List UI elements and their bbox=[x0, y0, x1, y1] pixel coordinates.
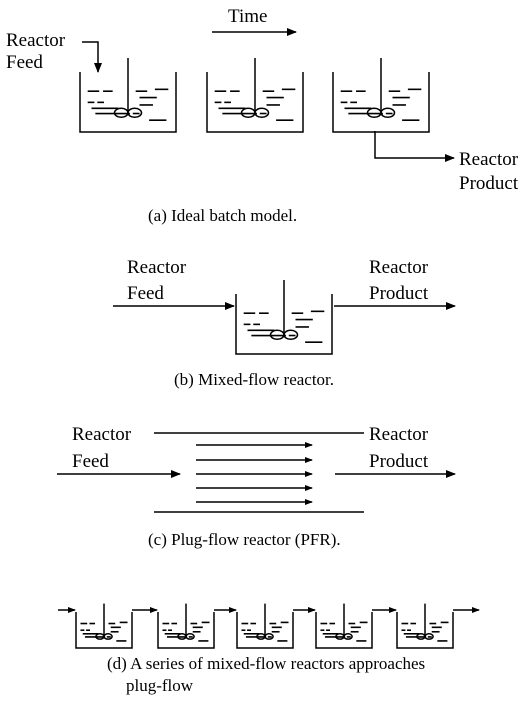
tank-vessel bbox=[206, 72, 304, 133]
caption-b: (b) Mixed-flow reactor. bbox=[174, 370, 334, 389]
product-label-b-line1: Reactor bbox=[369, 257, 429, 278]
series-tank-3 bbox=[236, 603, 294, 649]
time-label: Time bbox=[228, 6, 267, 27]
tank-vessel bbox=[396, 612, 454, 649]
batch-tank-3 bbox=[332, 58, 430, 133]
series-of-tanks bbox=[58, 603, 480, 649]
product-label-a-line1: Reactor bbox=[459, 149, 519, 170]
series-tank-4 bbox=[315, 603, 373, 649]
product-label-c-line2: Product bbox=[369, 451, 429, 472]
feed-label-a-line2: Feed bbox=[6, 52, 43, 73]
panel-b-mixed-flow: Reactor Feed Reactor Product (b) Mixed-f… bbox=[113, 257, 456, 389]
tank-vessel bbox=[75, 612, 133, 649]
caption-c: (c) Plug-flow reactor (PFR). bbox=[148, 530, 341, 549]
tank-vessel bbox=[236, 612, 294, 649]
impeller-blade-icon bbox=[127, 107, 143, 119]
batch-tank-1 bbox=[79, 58, 177, 133]
caption-a: (a) Ideal batch model. bbox=[148, 206, 297, 225]
product-label-a-line2: Product bbox=[459, 173, 519, 194]
product-label-b-line2: Product bbox=[369, 283, 429, 304]
impeller-blade-icon bbox=[380, 107, 396, 119]
series-tank-1 bbox=[75, 603, 133, 649]
tank-vessel bbox=[157, 612, 215, 649]
tank-vessel bbox=[332, 72, 430, 133]
impeller-blade-icon bbox=[185, 633, 195, 640]
feed-arrow-a bbox=[82, 41, 102, 73]
feed-label-b-line2: Feed bbox=[127, 283, 164, 304]
caption-d-line2: plug-flow bbox=[126, 676, 194, 695]
tank-vessel bbox=[315, 612, 373, 649]
panel-c-plug-flow: Reactor Feed Reactor Product (c) Plug-fl… bbox=[57, 424, 456, 549]
product-arrow-a bbox=[374, 131, 455, 162]
feed-label-b-line1: Reactor bbox=[127, 257, 187, 278]
impeller-blade-icon bbox=[103, 633, 113, 640]
impeller-blade-icon bbox=[264, 633, 274, 640]
mixed-flow-tank bbox=[235, 280, 333, 355]
series-tank-5 bbox=[396, 603, 454, 649]
feed-label-c-line2: Feed bbox=[72, 451, 109, 472]
feed-label-a-line1: Reactor bbox=[6, 30, 66, 51]
batch-tank-2 bbox=[206, 58, 304, 133]
tank-vessel bbox=[235, 294, 333, 355]
series-tank-2 bbox=[157, 603, 215, 649]
impeller-blade-icon bbox=[343, 633, 353, 640]
panel-a-batch: Time Reactor Feed Reactor Product (a) Id… bbox=[6, 6, 519, 225]
product-label-c-line1: Reactor bbox=[369, 424, 429, 445]
feed-label-c-line1: Reactor bbox=[72, 424, 132, 445]
impeller-blade-icon bbox=[254, 107, 270, 119]
impeller-blade-icon bbox=[283, 329, 299, 341]
panel-d-series: (d) A series of mixed-flow reactors appr… bbox=[58, 603, 480, 695]
pfr-flow-streams bbox=[196, 442, 313, 505]
tank-vessel bbox=[79, 72, 177, 133]
caption-d-line1: (d) A series of mixed-flow reactors appr… bbox=[107, 654, 425, 673]
impeller-blade-icon bbox=[424, 633, 434, 640]
